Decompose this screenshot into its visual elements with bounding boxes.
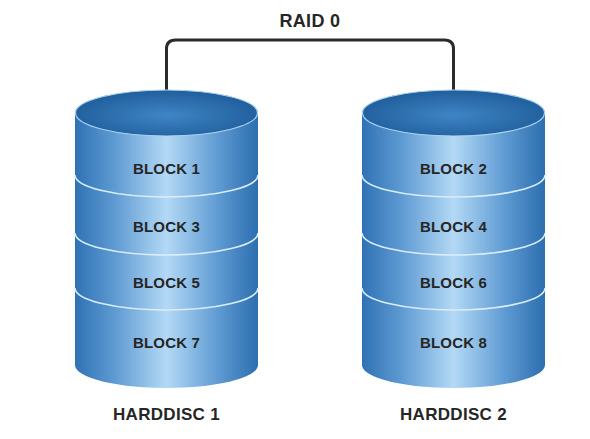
block-label: BLOCK 2 (362, 140, 545, 197)
block-label: BLOCK 1 (75, 140, 258, 197)
data-block: BLOCK 3 (75, 197, 258, 255)
disc-top (363, 90, 545, 136)
block-separator (75, 288, 258, 310)
block-separator (362, 175, 545, 197)
block-label: BLOCK 6 (362, 255, 545, 310)
raid-label: RAID 0 (280, 11, 341, 32)
block-separator (75, 175, 258, 197)
disc-cylinder (75, 90, 258, 425)
raid-connector (167, 40, 454, 90)
disc-body (75, 90, 258, 388)
data-block: BLOCK 7 (75, 310, 258, 375)
block-label: BLOCK 3 (75, 197, 258, 255)
disc-label: HARDDISC 2 (342, 405, 565, 425)
disc-body (362, 90, 545, 388)
block-separator (362, 233, 545, 255)
block-label: BLOCK 5 (75, 255, 258, 310)
disc-top (76, 90, 258, 136)
disc-label: HARDDISC 1 (55, 405, 278, 425)
data-block: BLOCK 5 (75, 255, 258, 310)
hard-disc: HARDDISC 1BLOCK 1BLOCK 3BLOCK 5BLOCK 7 (75, 90, 258, 425)
data-block: BLOCK 1 (75, 140, 258, 197)
disc-cylinder (362, 90, 545, 425)
block-label: BLOCK 8 (362, 310, 545, 375)
block-label: BLOCK 7 (75, 310, 258, 375)
data-block: BLOCK 6 (362, 255, 545, 310)
data-block: BLOCK 2 (362, 140, 545, 197)
data-block: BLOCK 4 (362, 197, 545, 255)
block-label: BLOCK 4 (362, 197, 545, 255)
block-separator (75, 233, 258, 255)
data-block: BLOCK 8 (362, 310, 545, 375)
hard-disc: HARDDISC 2BLOCK 2BLOCK 4BLOCK 6BLOCK 8 (362, 90, 545, 425)
block-separator (362, 288, 545, 310)
